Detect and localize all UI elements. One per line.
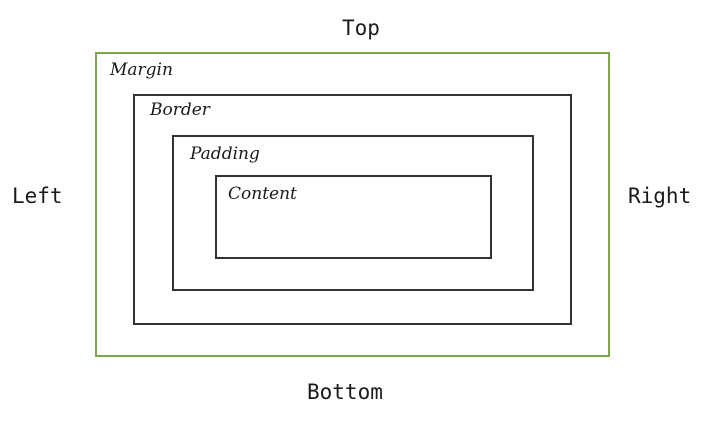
border-label: Border bbox=[150, 100, 210, 120]
content-box bbox=[215, 175, 492, 259]
label-top: Top bbox=[342, 16, 380, 40]
border-box bbox=[133, 94, 572, 325]
label-bottom: Bottom bbox=[307, 380, 383, 404]
margin-label: Margin bbox=[110, 60, 173, 80]
label-left: Left bbox=[12, 184, 63, 208]
margin-box bbox=[95, 52, 610, 357]
padding-label: Padding bbox=[190, 144, 260, 164]
padding-box bbox=[172, 135, 534, 291]
label-right: Right bbox=[628, 184, 692, 208]
content-label: Content bbox=[228, 184, 297, 204]
